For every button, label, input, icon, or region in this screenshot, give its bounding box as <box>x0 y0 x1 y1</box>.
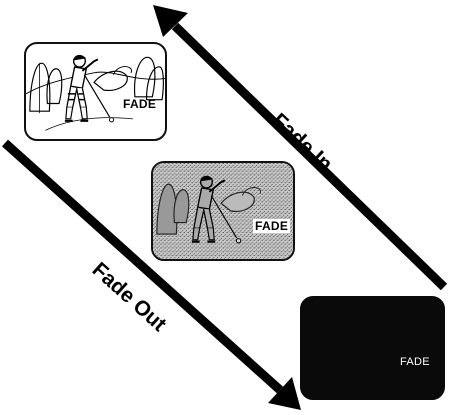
fade-out-arrowhead <box>268 377 301 410</box>
frame-dimmed-caption: FADE <box>253 219 291 233</box>
frame-black: FADE <box>300 296 445 400</box>
fade-out-arrow <box>1 139 301 410</box>
golfer-scene-illustration <box>26 54 165 131</box>
fade-in-arrow <box>153 5 448 291</box>
frame-clear: FADE <box>24 42 167 141</box>
frame-dimmed: FADE <box>151 161 295 261</box>
fade-in-arrow-shaft <box>171 22 448 291</box>
golfer-scene-dimmed-illustration <box>153 163 293 259</box>
fade-out-arrow-shaft <box>1 139 284 394</box>
frame-clear-caption: FADE <box>123 97 157 111</box>
frame-black-caption: FADE <box>400 356 430 368</box>
fade-in-arrowhead <box>153 5 188 37</box>
